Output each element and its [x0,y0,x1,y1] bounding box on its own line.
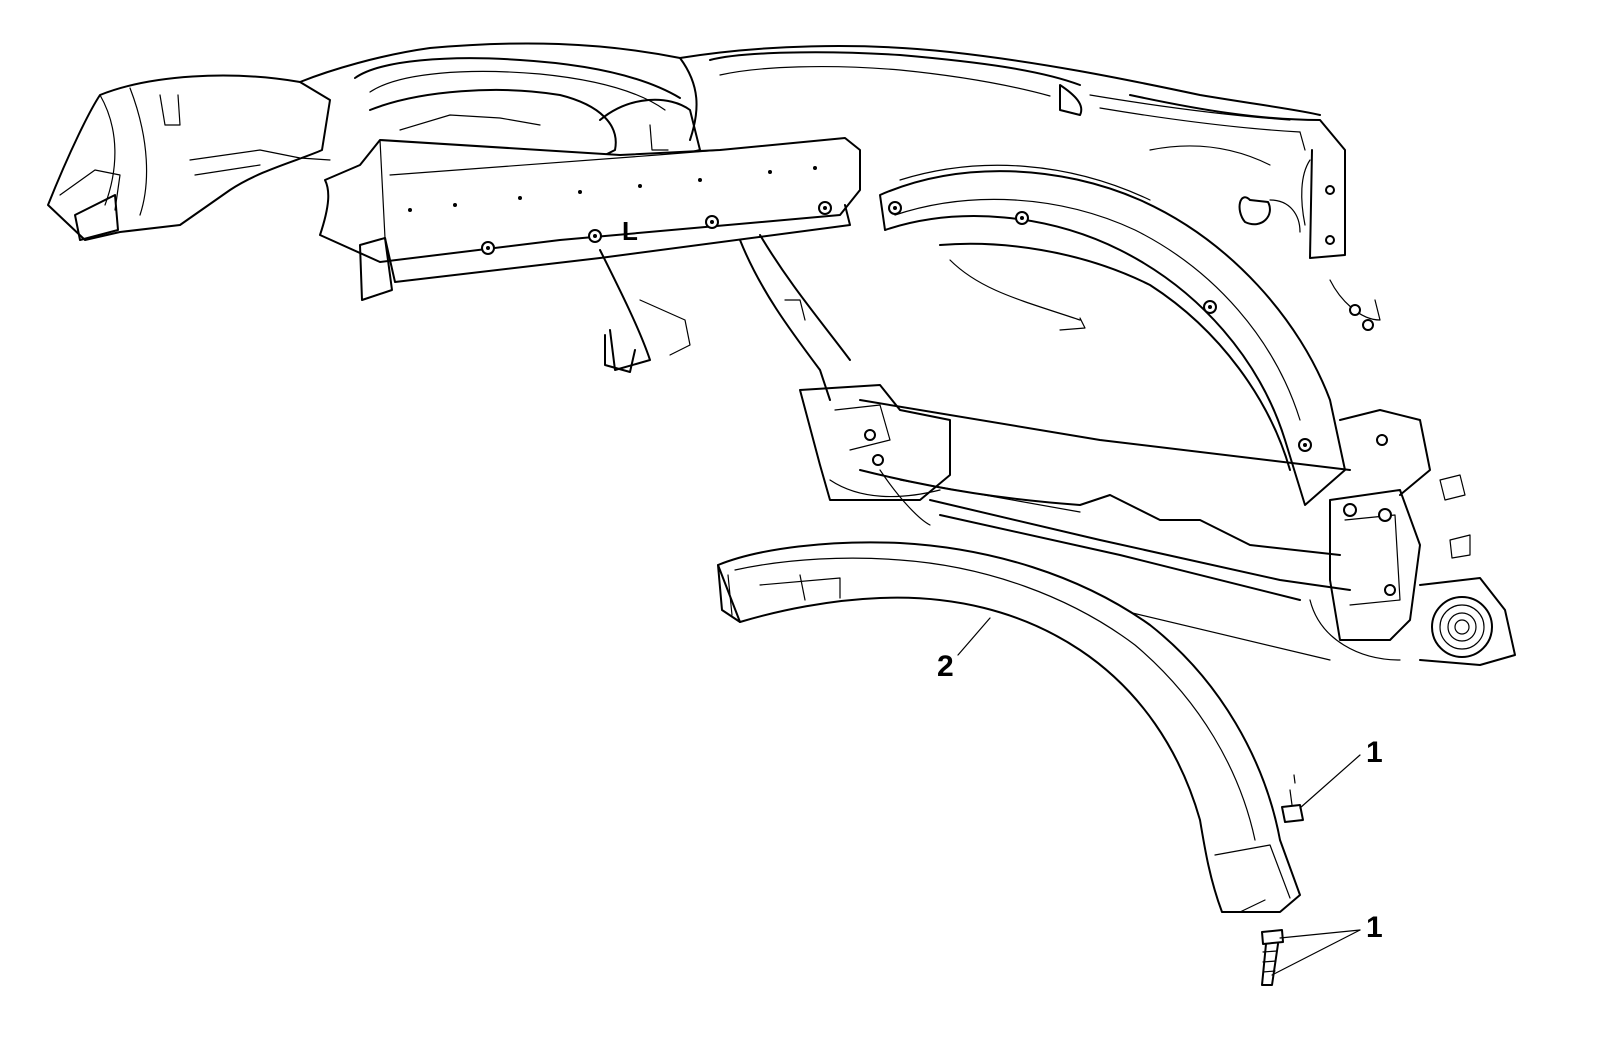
body-structure: L [47,42,1516,666]
arch-fasteners [888,201,1312,452]
coil-spring [1431,596,1493,658]
wheelhouse-liner [717,541,1301,913]
panel-fasteners [481,201,832,255]
callout-leaders [957,617,1361,976]
callout-fastener-upper-label: 1 [1366,736,1383,769]
fastener-lower [1261,929,1284,986]
callout-fastener-lower-label: 1 [1366,911,1383,944]
fastener-upper [1281,774,1304,823]
callout-liner-label: 2 [937,650,954,683]
panel-marking: L [622,216,638,246]
